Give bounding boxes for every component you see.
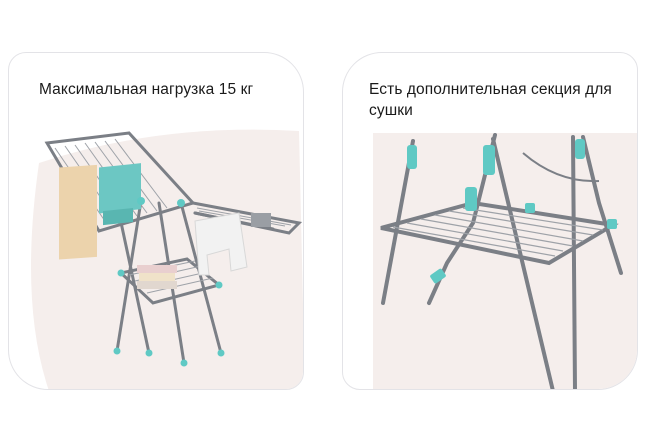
caption-load: Максимальная нагрузка 15 кг (39, 81, 254, 98)
drying-rack-lower-shelf-closeup (373, 133, 637, 389)
feature-card-load: Максимальная нагрузка 15 кг (8, 52, 304, 390)
drying-rack-full-photo (31, 129, 303, 389)
caption-extra-section: Есть дополнительная секция для сушки (369, 81, 612, 119)
feature-card-extra-section: Есть дополнительная секция для сушки (342, 52, 638, 390)
